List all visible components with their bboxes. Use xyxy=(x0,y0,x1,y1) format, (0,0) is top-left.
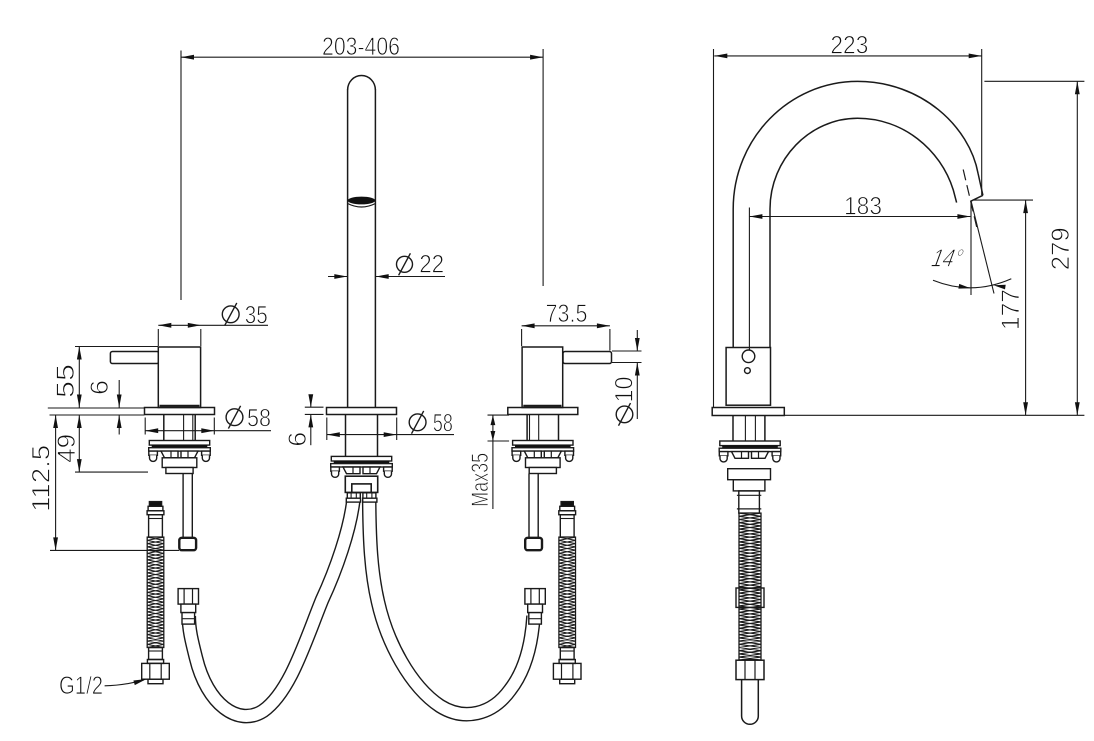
svg-text:49: 49 xyxy=(53,434,81,463)
svg-text:Max35: Max35 xyxy=(467,453,494,507)
svg-text:203-406: 203-406 xyxy=(322,33,400,61)
svg-text:279: 279 xyxy=(1047,227,1075,270)
svg-text:35: 35 xyxy=(245,302,268,330)
svg-text:55: 55 xyxy=(52,364,80,398)
svg-text:58: 58 xyxy=(247,405,271,433)
svg-text:22: 22 xyxy=(419,251,444,279)
svg-text:58: 58 xyxy=(433,410,453,438)
svg-text:183: 183 xyxy=(844,193,882,221)
svg-text:G1/2: G1/2 xyxy=(59,672,103,700)
svg-text:6: 6 xyxy=(86,380,114,395)
svg-text:6: 6 xyxy=(284,432,312,447)
svg-text:73.5: 73.5 xyxy=(546,300,588,328)
svg-text:10: 10 xyxy=(611,377,639,403)
svg-text:177: 177 xyxy=(997,289,1025,330)
svg-text:223: 223 xyxy=(830,32,868,60)
svg-text:112.5: 112.5 xyxy=(28,445,56,512)
